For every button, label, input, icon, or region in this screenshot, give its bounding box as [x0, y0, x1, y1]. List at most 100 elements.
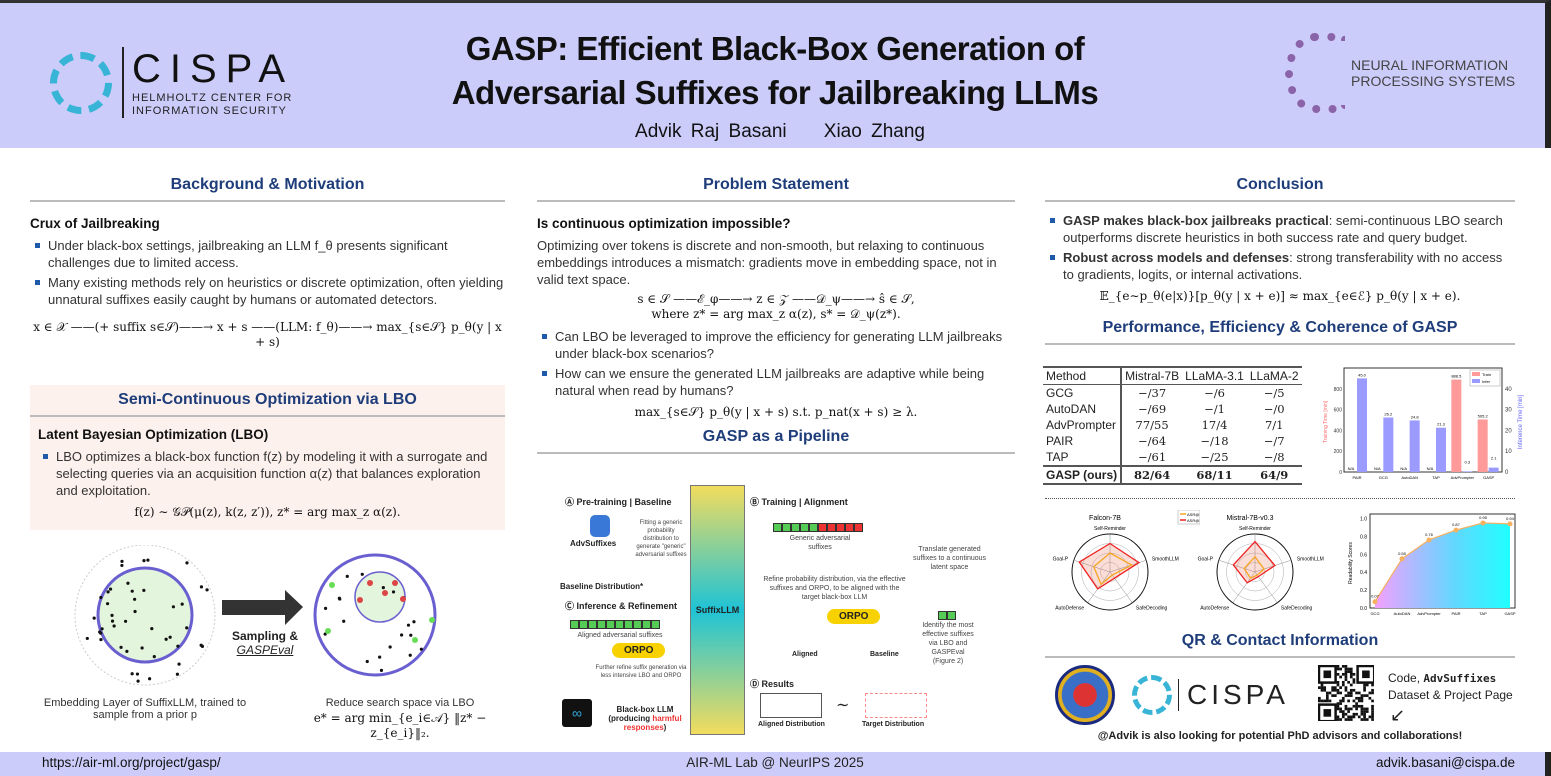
qr-module	[1349, 691, 1353, 695]
qr-module	[1341, 672, 1345, 676]
embedding-point	[142, 558, 146, 563]
infer-bar	[1462, 471, 1473, 472]
section-title: QR & Contact Information	[1045, 632, 1515, 658]
qr-module	[1349, 694, 1353, 697]
candidate-point	[360, 572, 364, 576]
qr-module	[1325, 699, 1329, 703]
embedding-point	[180, 602, 184, 606]
candidate-point	[419, 647, 423, 651]
y2-tick: 20	[1505, 428, 1512, 434]
cispa-logo-small: CISPA	[1132, 675, 1289, 715]
radar-axis-label: AutoDefense	[1055, 606, 1084, 612]
lbo-section: Semi-Continuous Optimization via LBO Lat…	[30, 385, 505, 530]
table-cell: −/0	[1263, 402, 1285, 416]
bar-label: 24.8	[1411, 414, 1420, 419]
qr-module	[1320, 686, 1324, 689]
data-point	[1426, 537, 1432, 543]
explore-point	[329, 582, 335, 588]
qr-module	[1355, 704, 1358, 708]
dataset-label: AdvSuffixes	[570, 539, 617, 548]
radar-axis	[1218, 560, 1256, 573]
subsection-title: Latent Bayesian Optimization (LBO)	[38, 427, 269, 442]
embedding-point	[185, 561, 189, 565]
embedding-point	[120, 559, 124, 563]
embedding-point	[200, 644, 205, 648]
bullet-text: : semi-continuous LBO search outperforms…	[1063, 213, 1503, 245]
qr-finder	[1318, 703, 1337, 721]
table-cell: −/37	[1138, 386, 1167, 400]
table-cell: PAIR	[1043, 433, 1123, 449]
qr-module	[1339, 707, 1342, 711]
qr-module	[1352, 704, 1356, 708]
qr-module	[1360, 704, 1364, 708]
table-cell: 7/1	[1264, 418, 1284, 432]
email-link[interactable]: advik.basani@cispa.de	[1375, 755, 1515, 770]
radar-series-ASR@1	[1092, 552, 1134, 586]
qr-module	[1344, 667, 1348, 671]
y-tick: 0.6	[1360, 552, 1367, 558]
qr-module	[1355, 712, 1358, 716]
radar-chart-falcon: Falcon-7BSelf-ReminderSmoothLLMSafeDecod…	[1053, 510, 1200, 612]
dist-label: Aligned	[792, 651, 818, 658]
y-tick: 200	[1334, 449, 1343, 455]
step-text: Translate generated suffixes to a contin…	[912, 546, 987, 571]
qr-module	[1347, 715, 1350, 719]
table-cell: −/5	[1263, 386, 1285, 400]
infer-bar	[1383, 417, 1394, 472]
stage-label: Training | Alignment	[761, 497, 848, 507]
qr-finder	[1323, 709, 1332, 717]
qr-module	[1371, 691, 1374, 695]
table-cell: GCG	[1043, 384, 1123, 401]
effective-suffix-tokens	[938, 607, 956, 625]
qr-module	[1347, 667, 1350, 671]
conclusion-section: Conclusion GASP makes black-box jailbrea…	[1045, 176, 1515, 345]
radar-title: Mistral-7B-v0.3	[1226, 515, 1273, 522]
qr-module	[1344, 670, 1348, 674]
approx-icon: ∼	[836, 697, 850, 714]
candidate-point	[365, 659, 369, 664]
bar-label: N/A	[1427, 466, 1434, 471]
qr-module	[1368, 715, 1372, 719]
qr-module	[1352, 699, 1356, 703]
qr-module	[1320, 683, 1324, 687]
column-header: Method	[1043, 367, 1123, 385]
qr-module	[1344, 707, 1348, 711]
project-link[interactable]: https://air-ml.org/project/gasp/	[42, 755, 221, 770]
data-label: 0.76	[1425, 532, 1434, 537]
blackbox-desc: (producing	[608, 714, 653, 723]
qr-module	[1349, 707, 1353, 711]
aligned-suffix-tokens	[570, 616, 660, 634]
radar-series-ASR@10	[1078, 542, 1141, 590]
radar-axis	[1087, 571, 1111, 603]
table-cell: 68/11	[1196, 468, 1233, 482]
bar-label: N/A	[1374, 466, 1381, 471]
table-cell: GASP (ours)	[1043, 466, 1123, 484]
author: Xiao Zhang	[823, 121, 925, 142]
cispa-word: CISPA	[132, 47, 295, 91]
qr-code[interactable]	[1318, 665, 1374, 721]
bar-label: 2.1	[1491, 456, 1497, 461]
orpo-badge: ORPO	[612, 643, 666, 658]
qr-module	[1344, 688, 1348, 692]
embedding-point	[135, 672, 140, 676]
qr-module	[1363, 707, 1366, 711]
embedding-point	[133, 609, 137, 614]
radar-title: Falcon-7B	[1089, 515, 1121, 522]
qr-module	[1360, 694, 1364, 697]
section-title: Performance, Efficiency & Coherence of G…	[1045, 319, 1515, 345]
legend-label: ASR@1	[1187, 512, 1200, 517]
table-cell: AdvPrompter	[1043, 417, 1123, 433]
embedding-point	[176, 644, 180, 648]
equation: s ∈ 𝒮 ——ℰ_φ——→ z ∈ 𝒵 ——𝒟_ψ——→ ŝ ∈ 𝒮,	[637, 292, 915, 306]
qr-module	[1347, 694, 1350, 697]
table-cell: −/64	[1138, 434, 1167, 448]
subsection-title: Crux of Jailbreaking	[30, 216, 160, 231]
qr-module	[1363, 718, 1366, 721]
embedding-points	[85, 558, 209, 683]
table-cell: 17/4	[1201, 418, 1228, 432]
qr-module	[1371, 712, 1374, 716]
qr-module	[1368, 691, 1372, 695]
infer-bar	[1488, 467, 1499, 472]
embedding-point	[130, 589, 134, 593]
